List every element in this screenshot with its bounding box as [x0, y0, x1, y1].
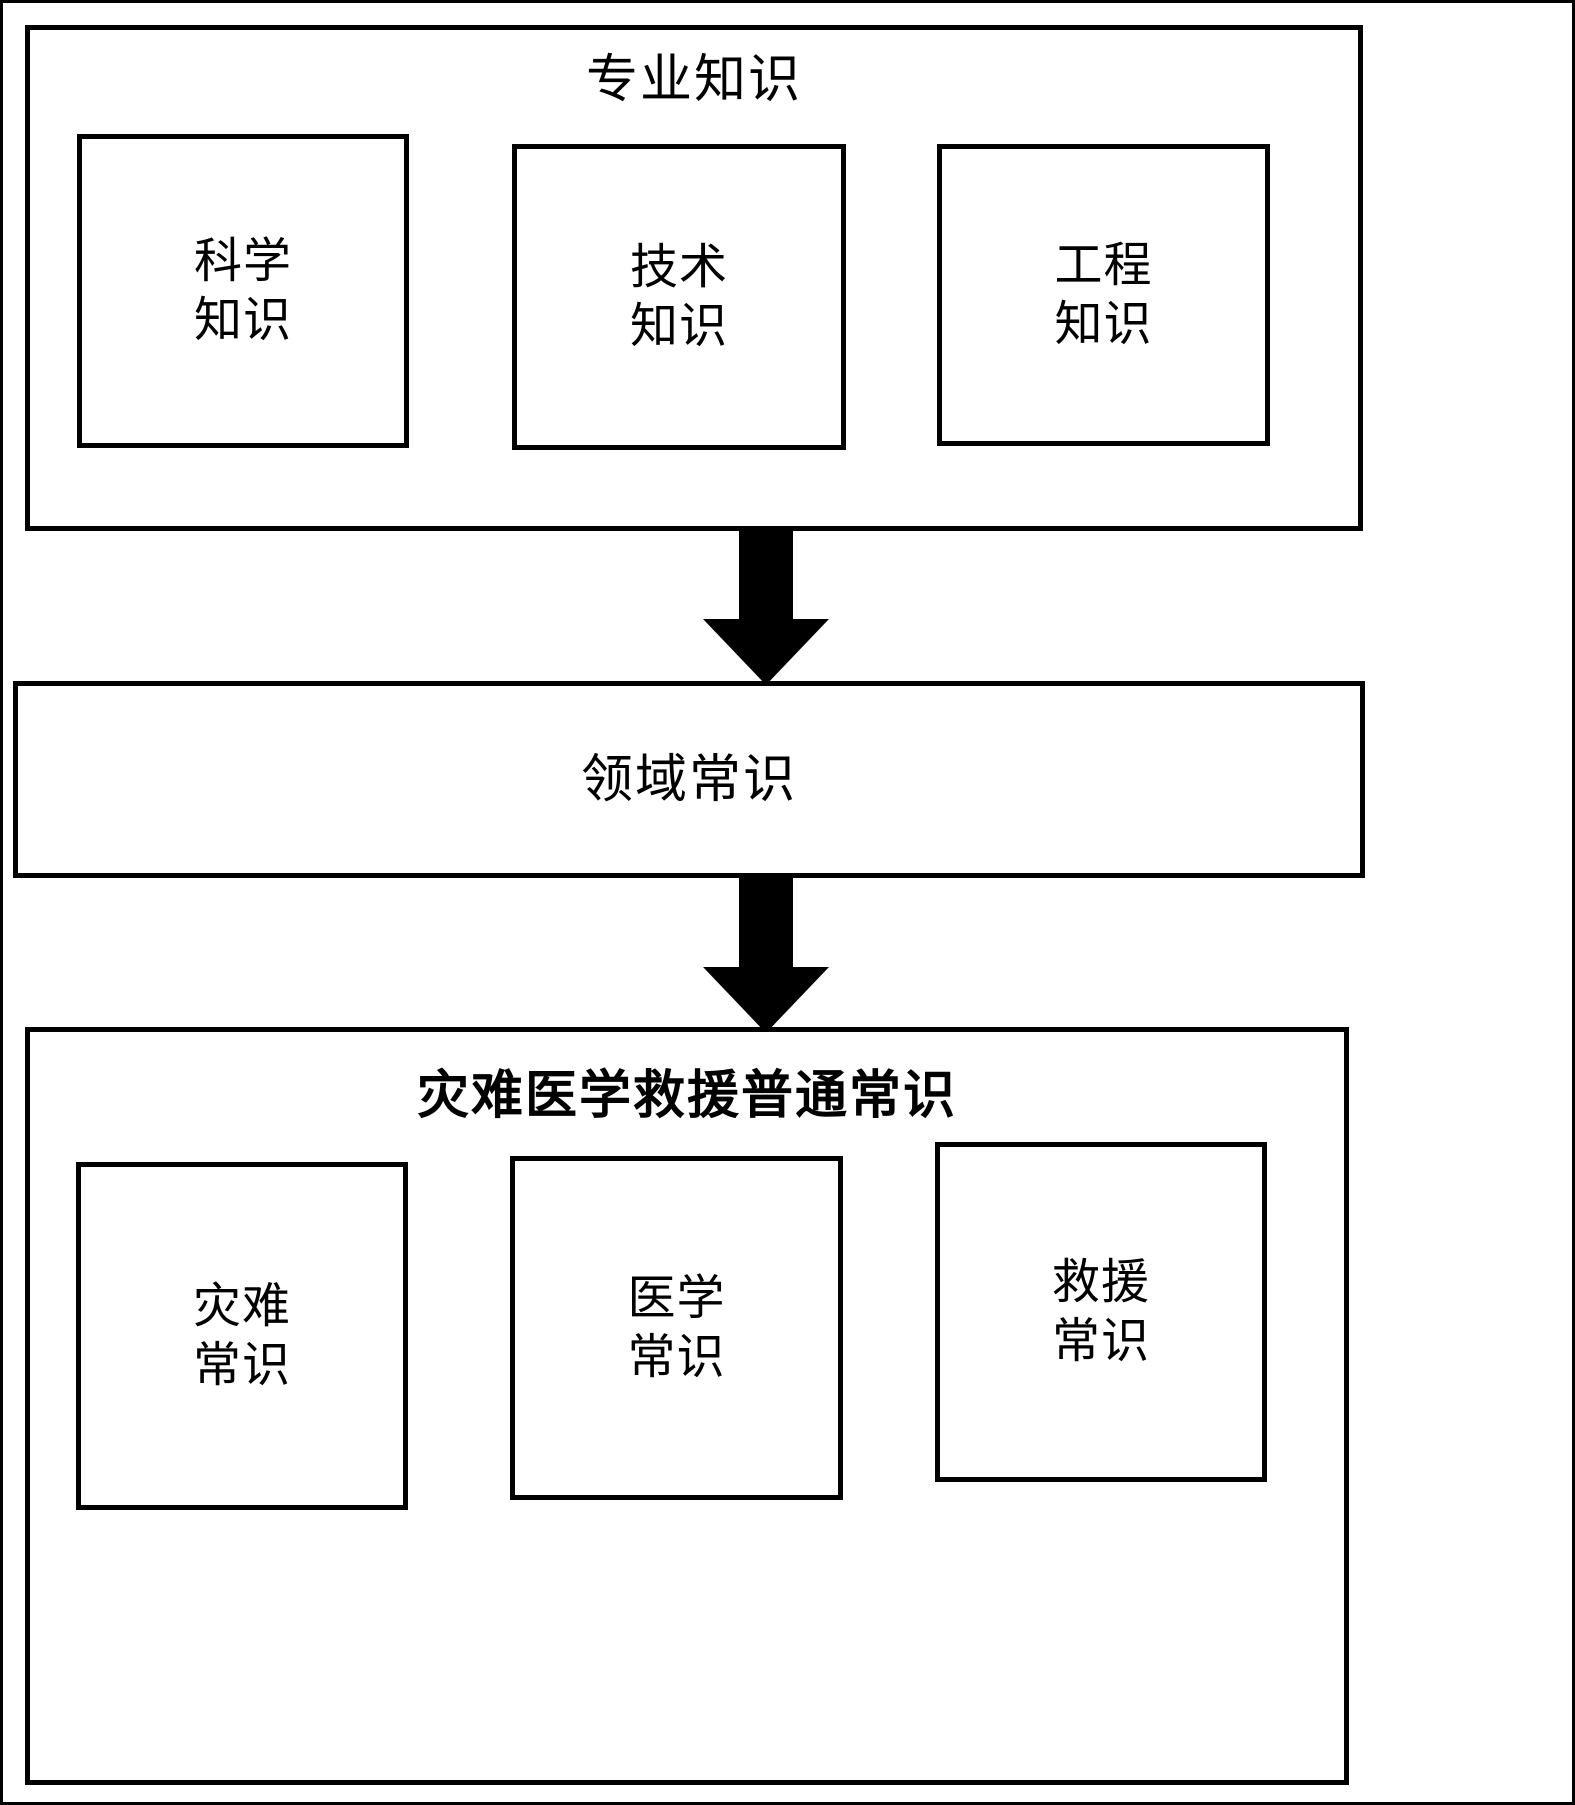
- group-box-professional-knowledge: 专业知识 科学 知识 技术 知识 工程 知识: [25, 25, 1363, 531]
- leaf-label-line1: 科学: [193, 233, 292, 290]
- arrow-domain-to-common-icon: [676, 875, 856, 1033]
- leaf-label-line1: 工程: [1054, 237, 1153, 294]
- leaf-box-rescue-common-sense: 救援 常识: [935, 1142, 1267, 1482]
- leaf-box-science-knowledge: 科学 知识: [77, 134, 409, 448]
- group-title-disaster-medical-rescue-common-sense: 灾难医学救援普通常识: [416, 1065, 957, 1126]
- leaf-label-line2: 常识: [192, 1337, 291, 1393]
- group-title-professional-knowledge: 专业知识: [585, 50, 802, 110]
- leaf-label-line2: 常识: [627, 1329, 726, 1385]
- leaf-box-technology-knowledge: 技术 知识: [512, 144, 846, 450]
- group-title-domain-common-sense: 领域常识: [580, 749, 797, 810]
- group-box-disaster-medical-rescue-common-sense: 灾难医学救援普通常识 灾难 常识 医学 常识 救援 常识: [25, 1027, 1349, 1785]
- leaf-label-line1: 灾难: [192, 1278, 291, 1335]
- down-arrow-icon: [703, 875, 829, 1033]
- arrow-professional-to-domain-icon: [676, 529, 856, 685]
- leaf-label-line1: 医学: [627, 1270, 726, 1327]
- leaf-label-line1: 救援: [1051, 1254, 1150, 1311]
- leaf-label-line2: 知识: [193, 292, 292, 348]
- leaf-label-line1: 技术: [629, 239, 728, 296]
- leaf-box-disaster-common-sense: 灾难 常识: [76, 1162, 408, 1510]
- leaf-label-line2: 常识: [1051, 1313, 1150, 1369]
- leaf-box-engineering-knowledge: 工程 知识: [937, 144, 1270, 446]
- leaf-label-line2: 知识: [1054, 296, 1153, 352]
- leaf-box-medical-common-sense: 医学 常识: [510, 1156, 843, 1500]
- leaf-label-line2: 知识: [629, 298, 728, 354]
- down-arrow-icon: [703, 529, 829, 685]
- group-box-domain-common-sense: 领域常识: [13, 681, 1365, 878]
